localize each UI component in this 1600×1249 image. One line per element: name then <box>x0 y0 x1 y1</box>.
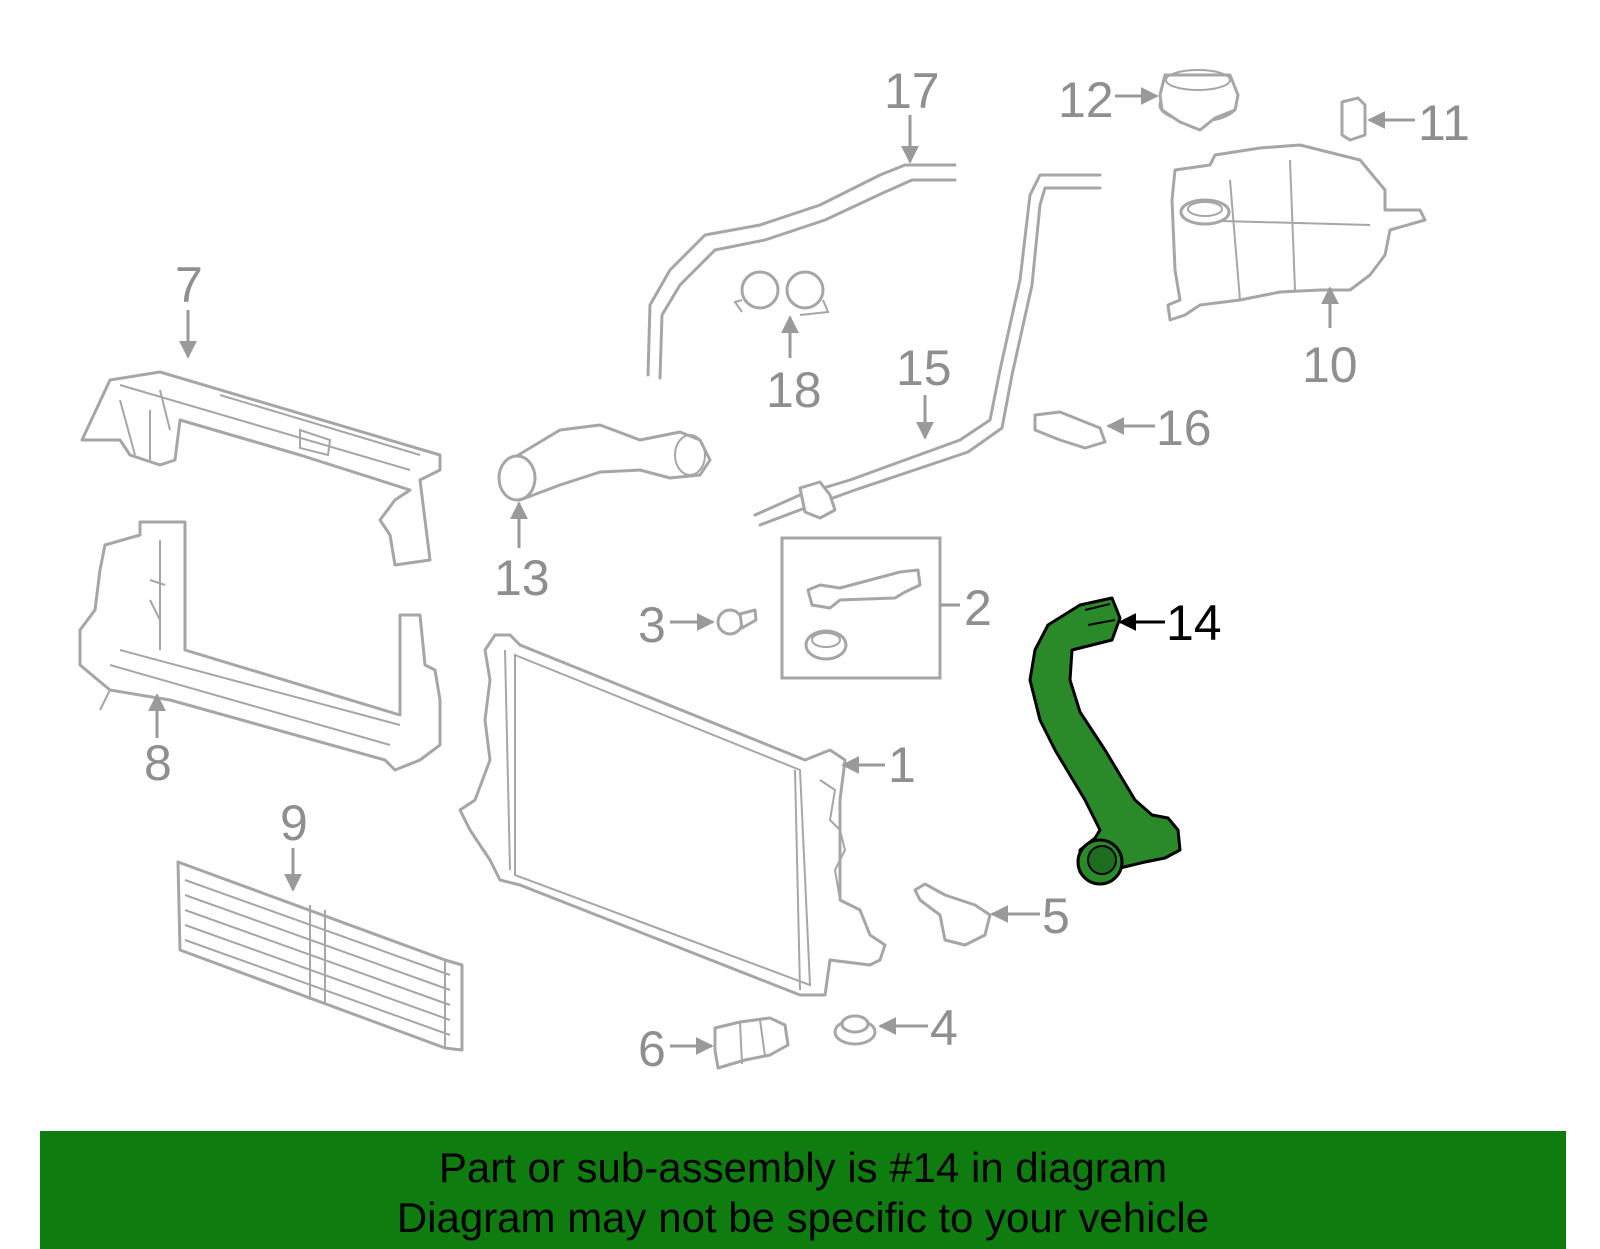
callout-18: 18 <box>766 362 822 418</box>
banner-line-disclaimer: Diagram may not be specific to your vehi… <box>396 1194 1210 1241</box>
callout-10: 10 <box>1302 337 1358 393</box>
callout-9: 9 <box>280 795 308 851</box>
callout-12: 12 <box>1058 72 1114 128</box>
callout-17: 17 <box>884 63 940 119</box>
part-18-clamp <box>733 270 830 316</box>
part-16-clamp <box>1033 410 1107 450</box>
part-8-lower-support <box>78 520 442 772</box>
part-10-reservoir <box>1166 143 1427 322</box>
part-11-clip <box>1340 96 1367 142</box>
callout-1: 1 <box>888 737 916 793</box>
banner-line-part: Part or sub-assembly is #14 in diagram <box>438 1144 1168 1191</box>
part-3-bolt <box>716 608 758 636</box>
part-13-upper-hose <box>497 423 712 502</box>
callout-14: 14 <box>1166 595 1222 651</box>
part-15-hose <box>753 173 1102 527</box>
callout-13: 13 <box>494 550 550 606</box>
info-banner: Part or sub-assembly is #14 in diagram D… <box>40 1131 1566 1249</box>
callout-4: 4 <box>930 1000 958 1056</box>
callout-11: 11 <box>1418 95 1470 151</box>
callout-8: 8 <box>144 735 172 791</box>
callout-5: 5 <box>1042 888 1070 944</box>
part-2-bracket-kit <box>780 536 942 680</box>
part-12-cap <box>1158 69 1240 132</box>
callout-labels: 1 2 3 4 5 6 7 8 9 10 11 12 13 14 15 16 1… <box>144 63 1470 1077</box>
part-6-connector <box>713 1016 790 1070</box>
part-7-upper-tie-bar <box>80 370 442 567</box>
callout-3: 3 <box>638 597 666 653</box>
part-4-grommet <box>833 1014 877 1046</box>
callout-6: 6 <box>638 1021 666 1077</box>
callout-15: 15 <box>896 340 952 396</box>
part-1-radiator <box>458 633 887 997</box>
part-17-hose <box>646 163 957 380</box>
part-9-shutter <box>176 860 464 1052</box>
parts-diagram: 1 2 3 4 5 6 7 8 9 10 11 12 13 14 15 16 1… <box>78 63 1470 1077</box>
leader-lines <box>148 87 1415 1055</box>
callout-7: 7 <box>175 257 203 313</box>
callout-16: 16 <box>1156 400 1212 456</box>
callout-2: 2 <box>964 580 992 636</box>
part-14-lower-hose-highlighted <box>1028 596 1182 886</box>
part-5-sensor <box>913 882 992 947</box>
